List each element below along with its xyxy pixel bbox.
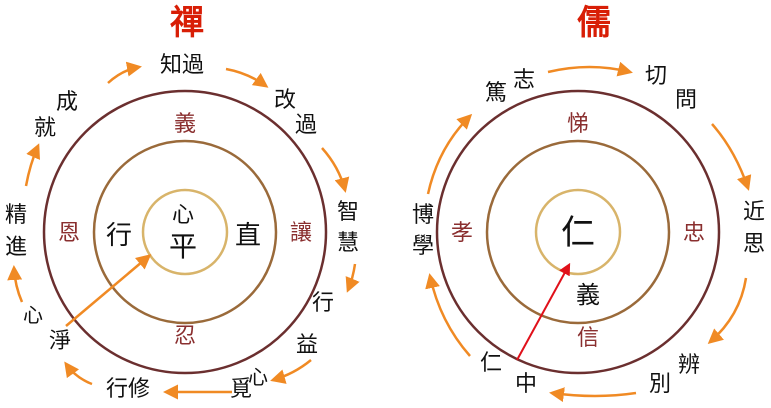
ru-arrow-5 [425,273,471,357]
zen-label-zhi: 智 [337,200,359,225]
confucian-diagram: 儒 仁 義 悌 孝 忠 信 篤 志 切 問 近 思 辨 別 中 仁 博 學 [412,3,765,403]
zen-label-xin-2: 心 [248,365,268,389]
zen-label-xin-jing-1: 心 [23,303,43,327]
zen-center-top: 心 [172,203,194,228]
zen-outer-top: 義 [174,112,196,137]
zen-arrow-9 [24,143,40,187]
ru-label-si: 思 [743,232,765,257]
zen-label-xing-yi-2: 益 [296,333,318,358]
ru-arrow-4 [549,387,637,403]
zen-arrow-5 [270,359,312,384]
zen-arrow-7 [64,361,93,386]
zen-label-xing-xiu: 行修 [106,377,150,402]
zen-arrow-3 [321,147,350,193]
ru-label-du: 篤 [485,81,507,106]
zen-label-cheng: 成 [56,90,78,115]
zen-label-mi: 覓 [230,377,252,402]
ru-center-arrow [516,262,571,361]
zen-outer-bottom: 忍 [174,324,196,349]
ru-outer-ring [435,89,721,375]
zen-label-zhi-guo: 知過 [160,53,204,78]
ru-label-bo: 博 [412,203,434,228]
ru-arrow-1 [547,61,633,77]
zen-outer-right: 讓 [290,221,312,246]
ru-label-bian: 辨 [678,353,700,378]
ru-arrow-3 [707,277,748,344]
zen-arrow-1 [107,61,142,84]
zen-inner-ring [141,188,229,276]
ru-outer-top: 悌 [567,112,589,137]
ru-label-zhi: 志 [513,68,535,93]
zen-arrow-2 [225,67,269,88]
ru-label-ren: 仁 [480,351,502,376]
zen-title: 禪 [170,3,204,43]
ru-middle-ring [485,139,671,325]
zen-label-xin-jing-2: 淨 [49,329,71,354]
ru-arrow-2 [711,123,752,191]
zen-arrow-8 [7,265,24,303]
zen-middle-right: 直 [235,221,261,251]
zen-center-bottom: 平 [169,230,197,263]
zen-label-jiu: 就 [34,116,56,141]
ru-label-zhong: 中 [515,372,537,397]
ru-title: 儒 [577,3,611,43]
ru-center: 仁 [561,213,595,253]
ru-outer-right: 忠 [683,221,705,246]
zen-label-xing-yi-1: 行 [312,291,334,316]
zen-center-arrow [65,254,152,327]
zen-label-hui: 慧 [337,231,359,256]
ru-outer-left: 孝 [451,221,473,246]
zen-middle-ring [92,139,278,325]
zen-outer-left: 恩 [58,221,80,246]
ru-outer-bottom: 信 [577,326,599,351]
ru-label-bie: 別 [649,372,671,397]
ru-label-jin: 近 [743,200,765,225]
zen-diagram: 禪 心 平 行 直 義 恩 讓 忍 知過 改 過 智 慧 行 益 覓 心 行修 … [5,3,360,402]
zen-arrow-4 [345,263,360,293]
zen-label-gai: 改 [274,88,296,113]
ru-arrow-6 [426,113,473,195]
zen-middle-left: 行 [106,221,132,251]
zen-label-guo: 過 [295,113,317,138]
ru-label-xue: 學 [412,234,434,259]
ru-inner-ring [534,188,622,276]
zen-label-jing: 精 [5,203,27,228]
ru-label-wen: 問 [675,88,697,113]
zen-outer-ring [42,89,328,375]
ru-label-qie: 切 [645,64,667,89]
zen-label-jin: 進 [5,235,27,260]
ru-inner-bottom: 義 [576,281,600,309]
